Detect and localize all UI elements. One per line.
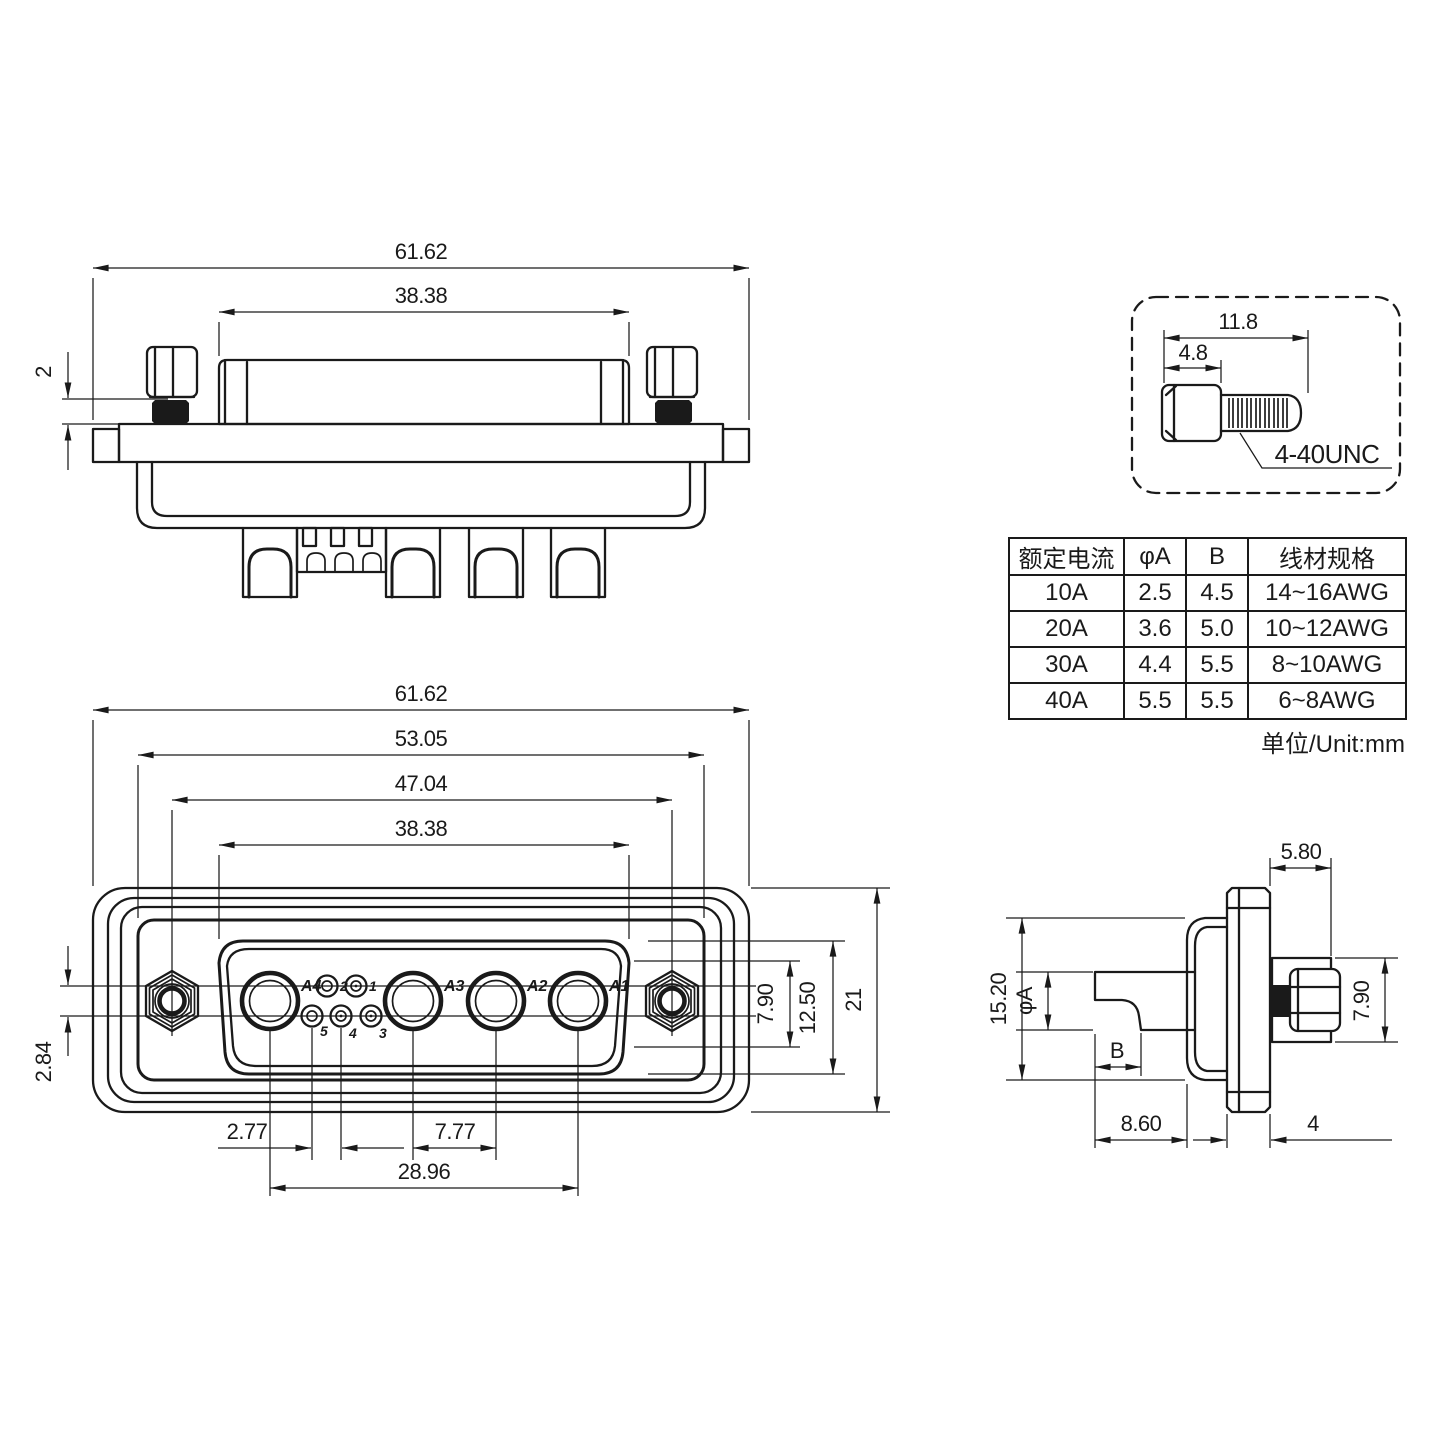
spec-cell: 4.4 — [1123, 646, 1187, 684]
front-dim-signal-pitch: 2.77 — [227, 1119, 268, 1144]
power-contact-a4 — [239, 970, 301, 1032]
front-dim-body-width: 53.05 — [395, 726, 448, 751]
spec-row-30a: 30A 4.4 5.5 8~10AWG — [1008, 646, 1407, 684]
power-contact-a3 — [382, 970, 444, 1032]
thread-callout-label: 4-40UNC — [1275, 439, 1380, 469]
side-dim-cup-depth: B — [1110, 1038, 1124, 1063]
power-contact-a2 — [465, 970, 527, 1032]
top-view-dim-shroud: 38.38 — [395, 283, 448, 308]
pin-label-a1: A1 — [608, 978, 630, 995]
front-dim-power-span: 28.96 — [398, 1159, 451, 1184]
spec-cell: 14~16AWG — [1247, 574, 1407, 612]
spec-cell: 5.0 — [1185, 610, 1249, 648]
top-view-dim-standoff: 2 — [31, 366, 56, 378]
power-contact-a1 — [547, 970, 609, 1032]
detail-boundary-box — [1130, 295, 1402, 495]
spec-header-wire-gauge: 线材规格 — [1247, 537, 1407, 576]
front-dim-shroud-height: 12.50 — [795, 981, 820, 1034]
thread-callout-leader — [1239, 432, 1392, 469]
screw-detail-view: 11.8 4.8 4-40UNC — [1130, 295, 1402, 495]
side-flange — [1225, 886, 1272, 1114]
front-dim-overall-width: 61.62 — [395, 681, 448, 706]
signal-contact-1 — [344, 974, 368, 998]
pin-label-2: 2 — [339, 978, 348, 994]
screw-dim-length: 11.8 — [1218, 309, 1257, 334]
spec-header-rated-current: 额定电流 — [1008, 537, 1125, 576]
spec-cell: 5.5 — [1185, 646, 1249, 684]
right-hex-nut — [644, 969, 700, 1033]
side-bushing — [1270, 956, 1342, 1044]
signal-contact-5 — [300, 1004, 324, 1028]
spec-cell: 4.5 — [1185, 574, 1249, 612]
front-dim-overall-height: 21 — [841, 988, 866, 1012]
top-view-shroud — [217, 358, 631, 426]
spec-cell: 2.5 — [1123, 574, 1187, 612]
left-hex-nut — [144, 969, 200, 1033]
spec-header-row: 额定电流 φA B 线材规格 — [1008, 537, 1407, 576]
front-shell-outlines — [91, 886, 751, 1114]
spec-cell: 40A — [1008, 682, 1125, 720]
front-view: 61.62 53.05 47.04 38.38 — [31, 681, 890, 1196]
right-thumbscrew — [645, 345, 699, 424]
top-view-body — [135, 460, 707, 530]
pin-label-a2: A2 — [526, 978, 548, 995]
spec-header-b: B — [1185, 537, 1249, 576]
top-view-dim-overall: 61.62 — [395, 239, 448, 264]
spec-row-40a: 40A 5.5 5.5 6~8AWG — [1008, 682, 1407, 720]
side-dim-flange-thickness: 4 — [1307, 1111, 1319, 1136]
front-dim-shroud-inner-height: 7.90 — [753, 983, 778, 1024]
front-dim-row-pitch: 2.84 — [31, 1041, 56, 1082]
side-dim-bushing-height: 7.90 — [1349, 980, 1374, 1021]
spec-cell: 5.5 — [1185, 682, 1249, 720]
side-dim-pin-length: 8.60 — [1121, 1111, 1162, 1136]
front-dim-mount-span: 47.04 — [395, 771, 448, 796]
pin-label-a3: A3 — [443, 978, 465, 995]
pin-label-a4: A4 — [300, 978, 322, 995]
top-view: 61.62 38.38 2 — [31, 239, 751, 599]
pin-label-5: 5 — [320, 1023, 328, 1039]
front-shroud — [217, 939, 631, 1076]
signal-contact-4 — [329, 1004, 353, 1028]
spec-cell: 6~8AWG — [1247, 682, 1407, 720]
top-view-flange — [91, 422, 751, 464]
side-shroud — [1185, 916, 1229, 1082]
spec-cell: 10~12AWG — [1247, 610, 1407, 648]
side-dim-shell-height: 15.20 — [986, 972, 1011, 1025]
side-dim-pin-diameter: φA — [1012, 986, 1037, 1015]
side-view: φA B 15.20 — [986, 839, 1398, 1148]
front-dim-shroud-width: 38.38 — [395, 816, 448, 841]
top-view-signal-contacts — [295, 526, 388, 574]
jackscrew — [1160, 383, 1303, 443]
spec-table: 额定电流 φA B 线材规格 10A 2.5 4.5 14~16AWG 20A … — [1008, 537, 1407, 720]
spec-cell: 30A — [1008, 646, 1125, 684]
signal-contact-2 — [315, 974, 339, 998]
screw-dim-head: 4.8 — [1178, 340, 1207, 365]
spec-header-phi-a: φA — [1123, 537, 1187, 576]
spec-cell: 10A — [1008, 574, 1125, 612]
pin-label-3: 3 — [379, 1025, 387, 1041]
top-view-power-contacts — [241, 526, 607, 599]
spec-cell: 20A — [1008, 610, 1125, 648]
spec-cell: 5.5 — [1123, 682, 1187, 720]
spec-row-20a: 20A 3.6 5.0 10~12AWG — [1008, 610, 1407, 648]
spec-row-10a: 10A 2.5 4.5 14~16AWG — [1008, 574, 1407, 612]
unit-note: 单位/Unit:mm — [1261, 731, 1405, 758]
side-pin — [1093, 970, 1197, 1032]
thread-lines — [1228, 398, 1288, 428]
left-thumbscrew — [145, 345, 199, 424]
pin-label-1: 1 — [369, 978, 377, 994]
signal-contact-3 — [359, 1004, 383, 1028]
spec-cell: 8~10AWG — [1247, 646, 1407, 684]
pin-label-4: 4 — [348, 1025, 357, 1041]
spec-cell: 3.6 — [1123, 610, 1187, 648]
front-dim-power-pitch: 7.77 — [435, 1119, 476, 1144]
side-dim-bushing-length: 5.80 — [1281, 839, 1322, 864]
spec-table-container: 额定电流 φA B 线材规格 10A 2.5 4.5 14~16AWG 20A … — [1008, 537, 1407, 720]
